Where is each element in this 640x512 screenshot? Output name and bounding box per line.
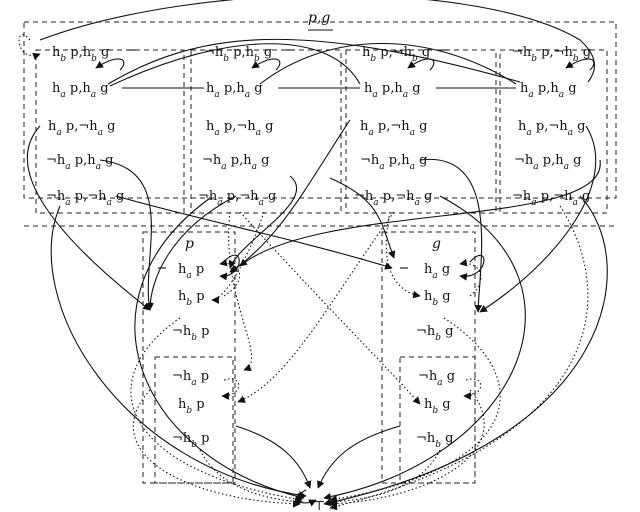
edge xyxy=(297,489,317,507)
pg-column-3: hb p,¬hb g ha p,ha g ha p,¬ha g ¬ha p,ha… xyxy=(354,45,432,208)
edge xyxy=(239,159,601,267)
edge xyxy=(329,389,485,508)
pg-column-2: ¬hb p,hb g ha p,ha g ha p,¬ha g ¬ha p,ha… xyxy=(198,45,276,208)
edge xyxy=(146,195,237,311)
g-group-nodes: ha g hb g ¬hb g ¬ha g hb g ¬hb g xyxy=(416,262,455,450)
solid-edges xyxy=(26,0,608,507)
frame-p-label: p xyxy=(185,236,194,252)
edge xyxy=(211,211,265,304)
pg-c3-node-2: ha p,ha g xyxy=(364,81,421,100)
edge xyxy=(50,205,307,499)
pg-column-4: ¬hb p,¬hb g ha p,ha g ha p,¬ha g ¬ha p,h… xyxy=(512,45,591,208)
pg-c4-node-2: ha p,ha g xyxy=(520,81,577,100)
g-node-not-hb: ¬hb g xyxy=(416,324,454,343)
pg-c1-node-3: ha p,¬ha g xyxy=(48,119,115,138)
g-inner-node-not-ha: ¬ha g xyxy=(418,369,455,388)
edge xyxy=(235,425,312,489)
p-inner-node-hb: hb p xyxy=(178,397,205,416)
edge xyxy=(18,34,41,61)
p-node-not-hb: ¬hb p xyxy=(172,324,210,343)
edge xyxy=(459,258,482,297)
edge xyxy=(228,175,298,269)
frame-pg-label: p,g xyxy=(308,10,330,26)
pg-c3-node-4: ¬ha p,ha g xyxy=(360,153,427,172)
column-2-box xyxy=(190,49,342,214)
p-inner-node-not-hb: ¬hb p xyxy=(172,431,210,450)
edge xyxy=(132,389,301,508)
p-node-ha: ha p xyxy=(178,262,204,281)
edge xyxy=(115,195,393,270)
edge xyxy=(329,317,501,503)
edge xyxy=(99,159,153,311)
pg-c4-node-3: ha p,¬ha g xyxy=(518,119,585,138)
pg-c1-node-5: ¬ha p,¬ha g xyxy=(46,189,124,208)
pg-c4-node-4: ¬ha p,ha g xyxy=(514,153,581,172)
edge xyxy=(459,254,485,281)
pg-c1-node-4: ¬ha p,ha g xyxy=(46,153,113,172)
edge xyxy=(39,0,596,83)
dotted-edges xyxy=(18,34,589,511)
g-node-ha: ha g xyxy=(424,262,450,281)
edge xyxy=(221,378,240,400)
edge xyxy=(323,195,608,507)
g-inner-node-not-hb: ¬hb g xyxy=(416,431,454,450)
frame-g-label: g xyxy=(432,236,441,252)
column-3-box xyxy=(345,49,497,214)
pg-c2-node-4: ¬ha p,ha g xyxy=(202,153,269,172)
edge xyxy=(107,38,521,85)
pg-c2-node-3: ha p,¬ha g xyxy=(206,119,273,138)
edge xyxy=(317,425,401,489)
dash-markers xyxy=(128,49,448,269)
pg-c2-node-2: ha p,ha g xyxy=(206,81,263,100)
edge xyxy=(323,195,526,501)
edge xyxy=(95,58,125,71)
edge xyxy=(385,211,421,299)
edge xyxy=(237,211,395,403)
edge xyxy=(109,43,361,87)
edge xyxy=(479,125,597,313)
edge xyxy=(259,42,517,85)
edge xyxy=(329,177,396,259)
p-inner-node-not-ha: ¬ha p xyxy=(172,369,209,388)
p-group-nodes: ha p hb p ¬hb p ¬ha p hb p ¬hb p xyxy=(172,262,210,450)
frame-pg-box xyxy=(23,21,617,199)
edge xyxy=(199,449,303,506)
pg-c3-node-3: ha p,¬ha g xyxy=(360,119,427,138)
frame-g-inner-box xyxy=(399,356,476,484)
pg-c2-node-1: ¬hb p,hb g xyxy=(204,45,272,64)
pg-column-1: hb p,hb g ha p,ha g ha p,¬ha g ¬ha p,ha … xyxy=(46,45,124,208)
g-node-hb: hb g xyxy=(424,289,451,308)
pg-c1-node-2: ha p,ha g xyxy=(52,81,109,100)
edge xyxy=(251,58,281,71)
p-node-hb: hb p xyxy=(178,289,205,308)
frame-p-inner-box xyxy=(154,356,234,484)
edge xyxy=(565,58,595,71)
edge xyxy=(228,211,253,372)
edge xyxy=(130,317,303,503)
edge xyxy=(134,197,305,501)
g-inner-node-hb: hb g xyxy=(424,397,451,416)
edge xyxy=(419,158,483,313)
edge xyxy=(463,378,482,400)
pg-c3-node-5: ¬ha p,¬ha g xyxy=(354,189,432,208)
pg-c1-node-1: hb p,hb g xyxy=(52,45,109,64)
edge xyxy=(26,125,151,311)
